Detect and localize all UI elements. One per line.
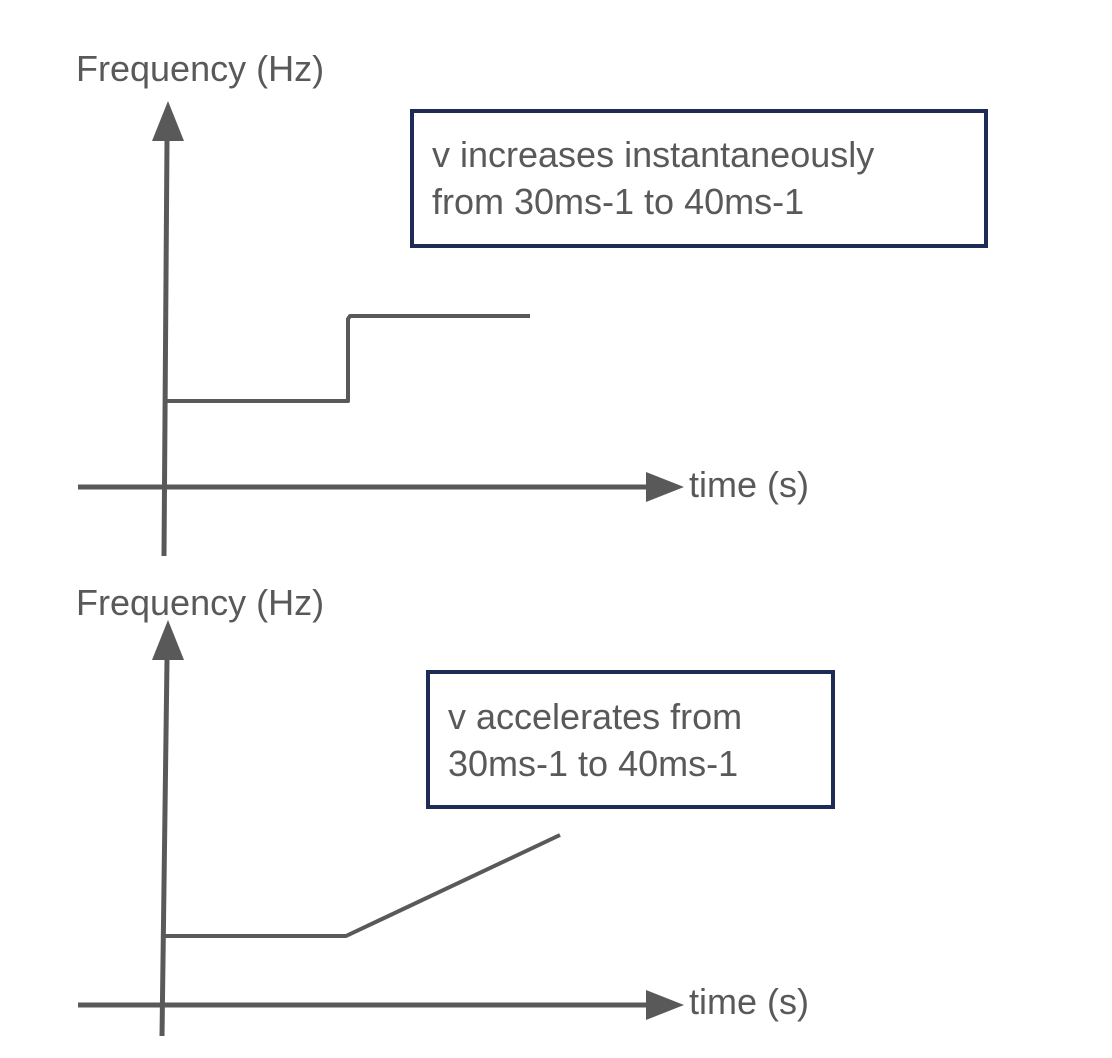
note-line-2: 30ms-1 to 40ms-1: [448, 743, 738, 784]
graph-instantaneous: Frequency (Hz) time (s) v increases inst…: [76, 48, 988, 557]
note-box-instantaneous: v increases instantaneously from 30ms-1 …: [410, 109, 988, 248]
x-axis-label: time (s): [689, 464, 809, 505]
x-axis-arrowhead: [646, 990, 684, 1020]
note-line-1: v accelerates from: [448, 696, 742, 737]
note-line-1: v increases instantaneously: [432, 134, 874, 175]
graph-accelerates: Frequency (Hz) time (s) v accelerates fr…: [76, 582, 835, 1037]
x-axis-label: time (s): [689, 981, 809, 1022]
frequency-step-curve: [167, 314, 530, 403]
frequency-ramp-curve: [165, 833, 561, 938]
y-axis-line: [161, 139, 170, 557]
x-axis-arrowhead: [646, 472, 684, 502]
y-axis-label: Frequency (Hz): [76, 48, 324, 89]
y-axis-line: [159, 659, 170, 1037]
note-line-2: from 30ms-1 to 40ms-1: [432, 181, 804, 222]
y-axis-label: Frequency (Hz): [76, 582, 324, 623]
note-box-accelerates: v accelerates from 30ms-1 to 40ms-1: [426, 670, 835, 809]
note-box-border: [426, 670, 835, 809]
y-axis-arrowhead: [152, 620, 184, 660]
y-axis-arrowhead: [152, 101, 184, 141]
note-box-border: [410, 109, 988, 248]
